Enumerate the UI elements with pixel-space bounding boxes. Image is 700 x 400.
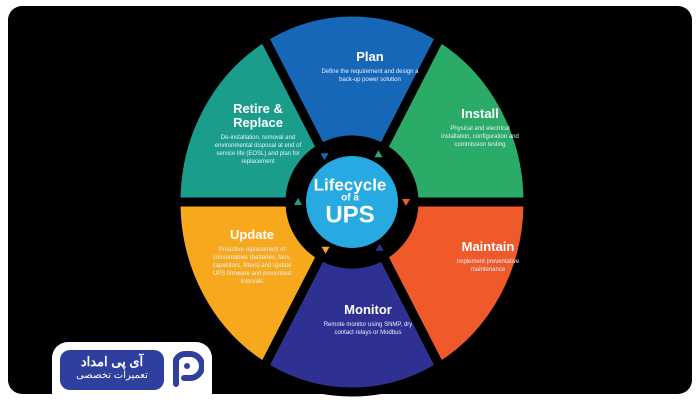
logo-name: آی پی امداد [80,354,144,369]
stage-title: Update [229,227,275,242]
center-line1: Lifecycle [313,175,387,195]
logo-mark-icon [173,351,204,387]
sector-install [377,31,533,207]
stage-desc: Remote monitor using SNMP, dry contact r… [323,322,413,336]
center-line3: UPS [325,201,375,229]
center-circle [306,156,398,248]
arrow-icon [375,243,384,251]
center-line2: of a [341,192,359,204]
stage-title: Retire & Replace [233,101,283,130]
stage-title: Maintain [461,239,515,254]
arrow-icon [374,150,383,158]
stage-desc: De-installation, removal and environment… [214,135,302,165]
logo-text-box: آی پی امداد تعمیرات تخصصی [60,350,164,390]
brand-logo: آی پی امداد تعمیرات تخصصی [52,342,212,394]
arrow-icon [402,199,410,206]
stage-title: Plan [356,49,384,64]
sector-retire-replace [171,31,327,207]
stage-title: Monitor [344,302,392,317]
sector-update [171,197,327,373]
arrow-icon [321,246,330,254]
stage-title: Install [461,106,499,121]
stage-desc: Define the requirement and design a back… [321,69,419,83]
arrow-icon [294,198,302,205]
logo-tagline: تعمیرات تخصصی [76,370,148,381]
arrow-icon [320,153,329,161]
stage-desc: Physical and electrical installation, co… [441,126,519,148]
stage-desc: Proactive replacement of consumables (ba… [212,247,292,285]
stage-desc: Implement preventative maintenance [456,259,520,273]
center-title: Lifecycle of a UPS [314,177,387,228]
